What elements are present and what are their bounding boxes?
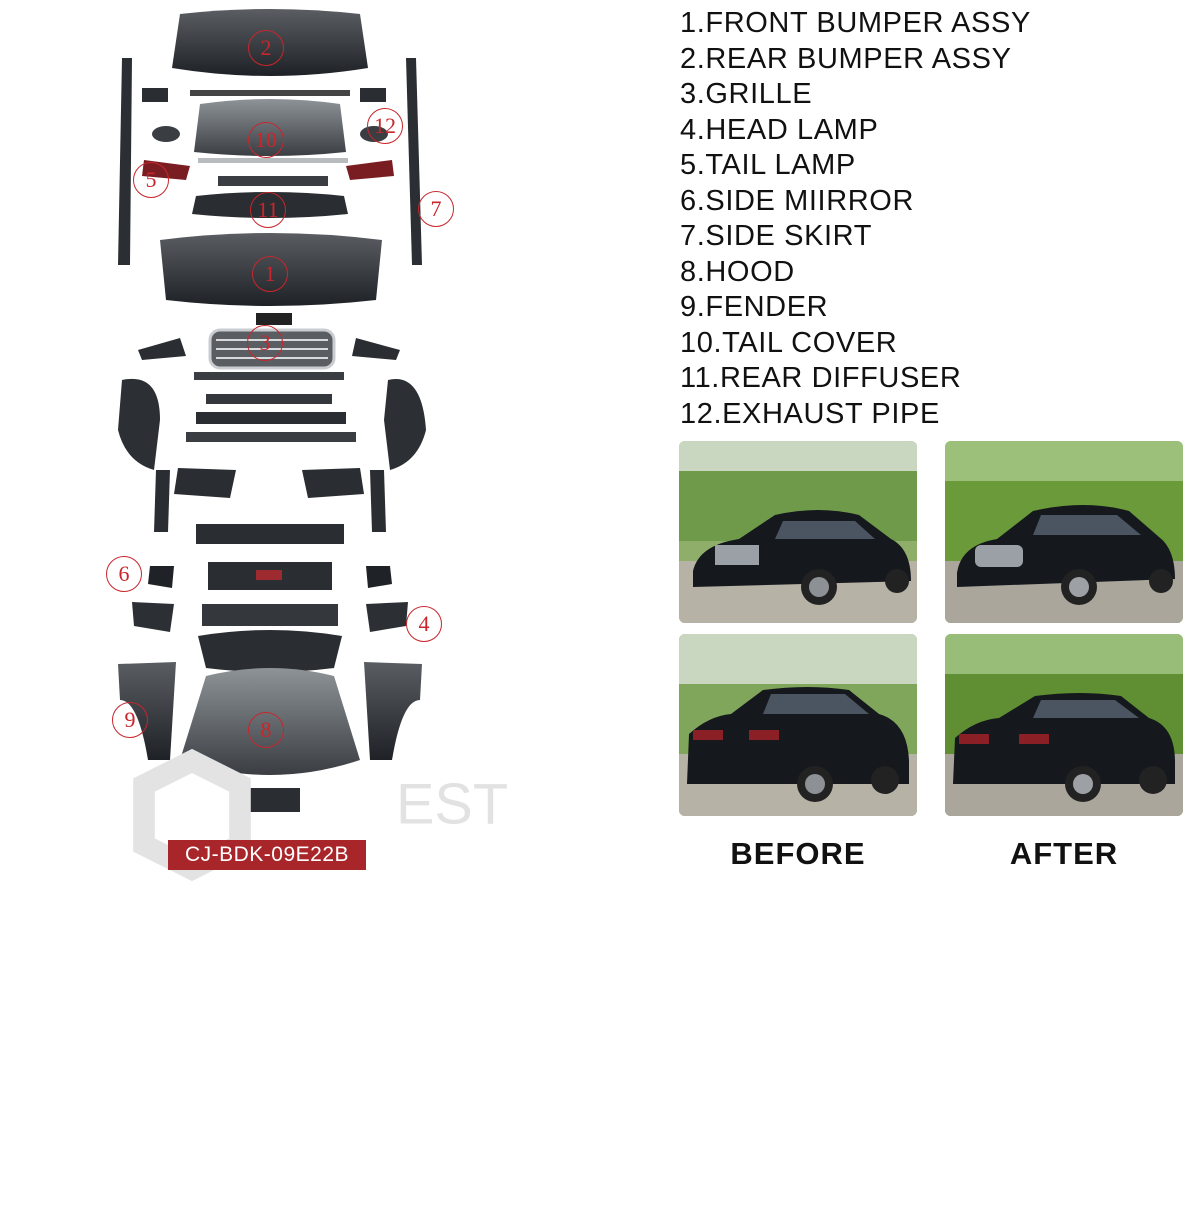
list-item: 11.REAR DIFFUSER [680, 362, 962, 394]
chrome-trim-part [198, 158, 348, 163]
callout-12: 12 [367, 108, 403, 144]
after-rear-photo [945, 634, 1183, 816]
bracket-part [142, 88, 168, 102]
callout-7: 7 [418, 191, 454, 227]
list-item: 12.EXHAUST PIPE [680, 397, 940, 430]
callout-6: 6 [106, 556, 142, 592]
fog-trim-part [138, 338, 186, 360]
parts-diagram: EST 2 10 12 5 11 7 1 3 6 4 9 8 [30, 0, 510, 882]
trim-part [194, 372, 344, 380]
bracket-part [154, 470, 170, 532]
head-lamp-part [366, 602, 408, 632]
list-item: 2.REAR BUMPER ASSY [680, 42, 1012, 75]
bracket-part [370, 470, 386, 532]
list-item: 9.FENDER [680, 291, 829, 323]
list-item: 10.TAIL COVER [680, 326, 898, 359]
bar-part [206, 394, 332, 404]
side-skirt-right [406, 58, 422, 265]
bracket-part [360, 88, 386, 102]
plate-part [256, 313, 292, 325]
callout-9: 9 [112, 702, 148, 738]
fender-part [364, 662, 422, 760]
undertray-part [198, 630, 342, 672]
exhaust-pipe-part [152, 126, 180, 142]
callout-2: 2 [248, 30, 284, 66]
side-mirror-part [366, 566, 392, 588]
before-front-photo [679, 441, 917, 623]
list-item: 4.HEAD LAMP [680, 113, 879, 146]
fender-part [118, 662, 176, 760]
support-part [196, 524, 344, 544]
wheel-liner-part [118, 378, 160, 470]
callout-11: 11 [250, 192, 286, 228]
before-rear-photo [679, 634, 917, 816]
emblem-part [256, 570, 282, 580]
bracket-part [174, 468, 236, 498]
before-caption: BEFORE [730, 836, 866, 871]
side-skirt-left [118, 58, 132, 265]
trim-part [218, 176, 328, 186]
list-item: 3.GRILLE [680, 78, 813, 110]
callout-4: 4 [406, 606, 442, 642]
product-code-badge: CJ-BDK-09E22B [168, 840, 366, 870]
bar-part [196, 412, 346, 424]
wheel-liner-part [384, 379, 426, 470]
list-item: 6.SIDE MIIRROR [680, 184, 914, 217]
list-item: 1.FRONT BUMPER ASSY [680, 7, 1031, 39]
side-mirror-part [148, 566, 174, 588]
fog-trim-part [352, 338, 400, 360]
bracket-part [242, 788, 300, 812]
bracket-part [302, 468, 364, 498]
callout-1: 1 [252, 256, 288, 292]
parts-list: 1.FRONT BUMPER ASSY 2.REAR BUMPER ASSY 3… [680, 6, 1031, 432]
list-item: 5.TAIL LAMP [680, 149, 856, 181]
tail-lamp-part [346, 160, 394, 180]
after-caption: AFTER [1009, 836, 1119, 871]
head-lamp-part [132, 602, 174, 632]
list-item: 7.SIDE SKIRT [680, 220, 873, 252]
after-front-photo [945, 441, 1183, 623]
list-item: 8.HOOD [680, 255, 795, 288]
callout-10: 10 [248, 122, 284, 158]
callout-5: 5 [133, 162, 169, 198]
callout-3: 3 [247, 325, 283, 361]
bar-part [186, 432, 356, 442]
trim-part [190, 90, 350, 96]
tray-part [202, 604, 338, 626]
callout-8: 8 [248, 712, 284, 748]
